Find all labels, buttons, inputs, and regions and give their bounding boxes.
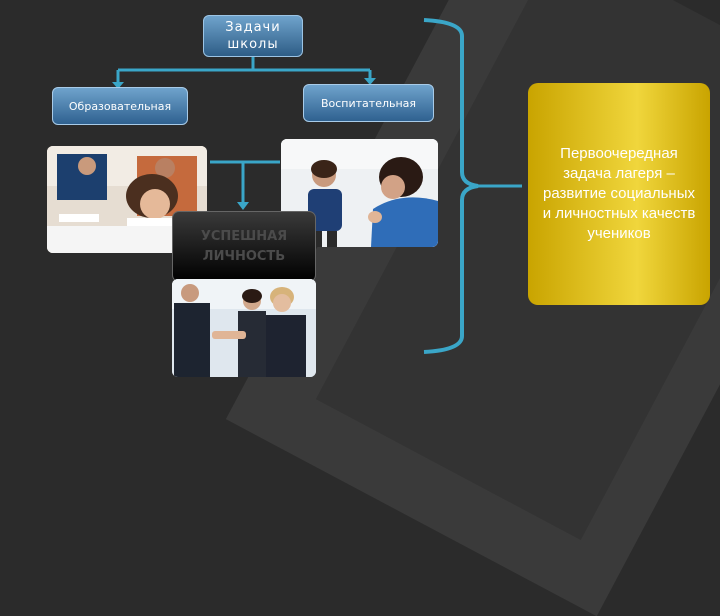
- connector-lines: [112, 18, 522, 354]
- business-handshake-photo: [172, 279, 316, 377]
- school-tasks-box: Задачи школы: [203, 15, 303, 57]
- upbringing-task-label: Воспитательная: [320, 96, 417, 110]
- successful-personality-line1: УСПЕШНАЯ: [200, 228, 288, 244]
- conversation-photo: [281, 139, 438, 247]
- successful-personality-box: УСПЕШНАЯ ЛИЧНОСТЬ: [172, 211, 316, 282]
- school-tasks-line2: школы: [227, 37, 279, 52]
- summary-panel: Первоочередная задача лагеря – развитие …: [528, 83, 710, 305]
- summary-text: Первоочередная задача лагеря – развитие …: [542, 145, 696, 242]
- school-tasks-line1: Задачи: [225, 20, 281, 35]
- educational-task-box: Образовательная: [52, 87, 188, 125]
- upbringing-task-box: Воспитательная: [303, 84, 434, 122]
- successful-personality-line2: ЛИЧНОСТЬ: [202, 248, 286, 264]
- educational-task-label: Образовательная: [68, 99, 172, 113]
